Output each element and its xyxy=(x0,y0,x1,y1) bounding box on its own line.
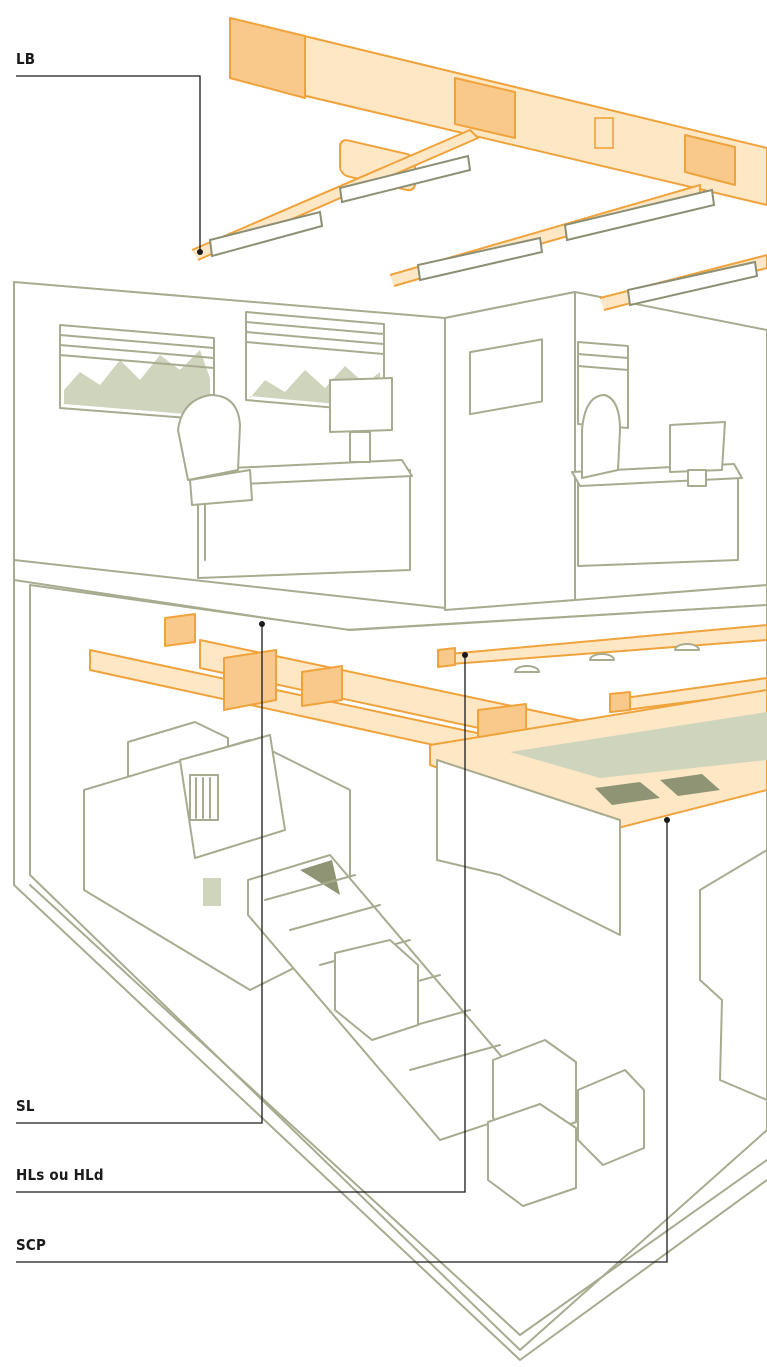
label-lb: LB xyxy=(16,50,35,68)
leader-dot-scp xyxy=(664,817,670,823)
lamp-icon xyxy=(565,190,714,240)
lamp-icon xyxy=(628,262,757,305)
leader-line-lb xyxy=(16,76,200,252)
chair-icon xyxy=(582,395,620,478)
leader-dot-sl xyxy=(259,621,265,627)
label-scp: SCP xyxy=(16,1236,46,1254)
office-desk-icon xyxy=(572,464,742,566)
busbar-trunking-icon xyxy=(192,18,767,310)
label-sl: SL xyxy=(16,1097,35,1115)
lamp-icon xyxy=(418,238,542,280)
leader-dot-lb xyxy=(197,249,203,255)
leader-dot-hls xyxy=(462,652,468,658)
label-hls-hld: HLs ou HLd xyxy=(16,1166,104,1184)
